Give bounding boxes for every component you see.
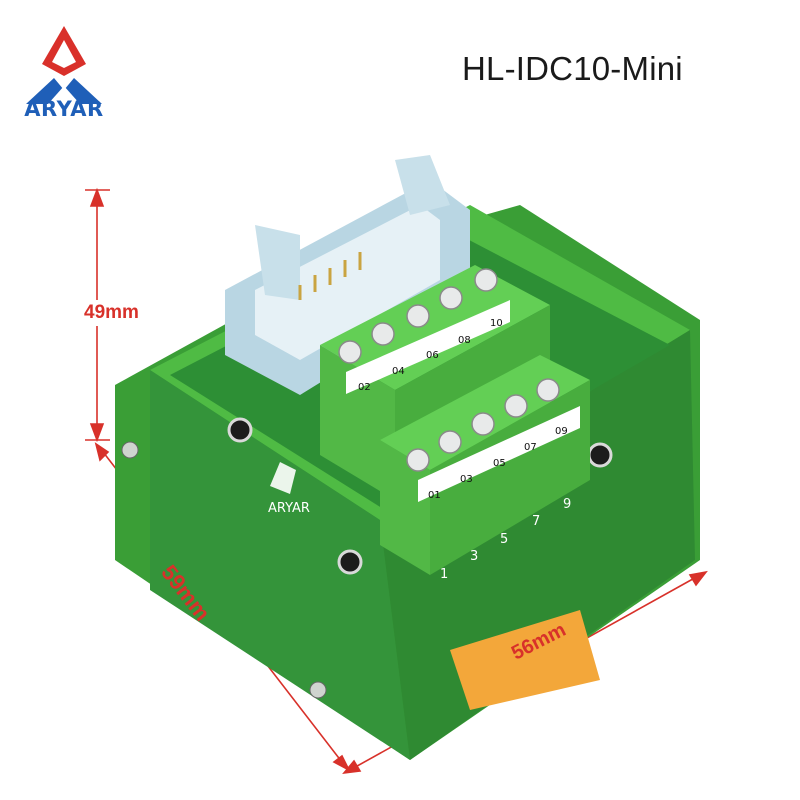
terminal-label: 09 bbox=[555, 426, 568, 437]
terminal-label: 08 bbox=[458, 335, 471, 346]
terminal-label: 03 bbox=[460, 474, 473, 485]
label-strip-bottom bbox=[418, 406, 580, 502]
pcb-number: 1 bbox=[440, 567, 448, 582]
terminal-screws bbox=[338, 268, 560, 472]
brand-name: ARYAR bbox=[24, 97, 104, 121]
height-dimension: 49mm bbox=[84, 300, 139, 326]
label-strip-top bbox=[346, 300, 510, 394]
pcb-number: 3 bbox=[470, 549, 478, 564]
pcb-number: 5 bbox=[500, 532, 508, 547]
aryar-logo bbox=[26, 26, 102, 104]
terminal-label: 07 bbox=[524, 442, 537, 453]
terminal-label: 06 bbox=[426, 350, 439, 361]
terminal-label: 05 bbox=[493, 458, 506, 469]
pcb-logo: ARYAR bbox=[268, 462, 310, 516]
terminal-label: 01 bbox=[428, 490, 441, 501]
product-title: HL-IDC10-Mini bbox=[462, 50, 683, 87]
rail-clip bbox=[450, 610, 600, 710]
pcb-brand: ARYAR bbox=[268, 501, 310, 516]
terminal-label: 02 bbox=[358, 382, 371, 393]
terminal-label: 04 bbox=[392, 366, 405, 377]
idc-connector bbox=[225, 155, 470, 395]
pcb-number: 9 bbox=[563, 497, 571, 512]
terminal-label: 10 bbox=[490, 318, 503, 329]
pcb-number: 7 bbox=[532, 514, 540, 529]
